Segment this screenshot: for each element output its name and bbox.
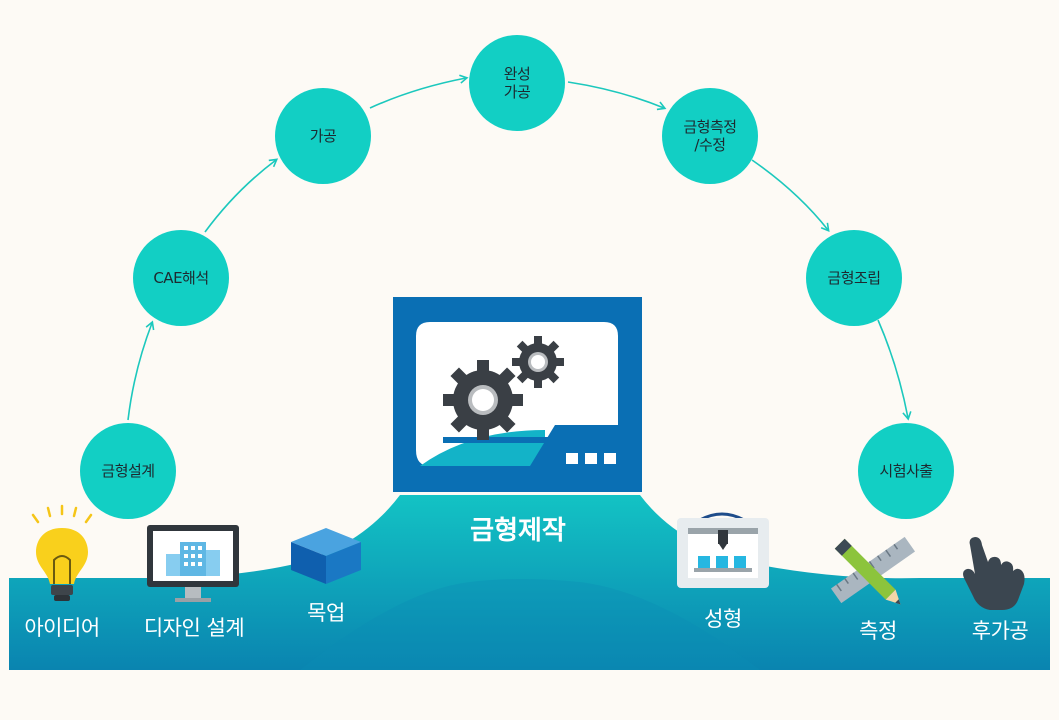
hill-inner-shade [300,579,760,670]
step-trial-injection: 시험사출 [858,423,954,519]
box-icon [291,528,361,584]
flow-arrows [127,74,912,421]
3d-printer-icon [677,512,769,588]
stage-label-idea: 아이디어 [24,616,100,640]
monitor-building-icon [147,525,239,602]
gear-monitor-icon [393,297,642,492]
step-mold-measure: 금형측정 /수정 [662,88,758,184]
ground-band [9,495,1050,670]
step-mold-assembly: 금형조립 [806,230,902,326]
step-mold-design: 금형설계 [80,423,176,519]
step-finish-machining: 완성 가공 [469,35,565,131]
arrow-6 [877,319,912,421]
arrow-2 [204,158,279,233]
arrow-3 [369,74,469,109]
stage-label-mockup: 목업 [307,601,345,625]
stage-label-molding: 성형 [704,607,742,631]
arrow-1 [127,320,155,421]
arrow-4 [567,81,667,111]
lightbulb-icon [31,504,93,601]
stage-label-post-process: 후가공 [971,619,1029,643]
stage-label-design: 디자인 설계 [143,616,245,640]
arrow-5 [751,159,830,233]
center-title: 금형제작 [470,516,566,546]
stage-label-measure: 측정 [859,619,897,643]
step-machining: 가공 [275,88,371,184]
hand-pointer-icon [963,537,1025,610]
ruler-pencil-icon [830,536,916,605]
step-cae-analysis: CAE해석 [133,230,229,326]
